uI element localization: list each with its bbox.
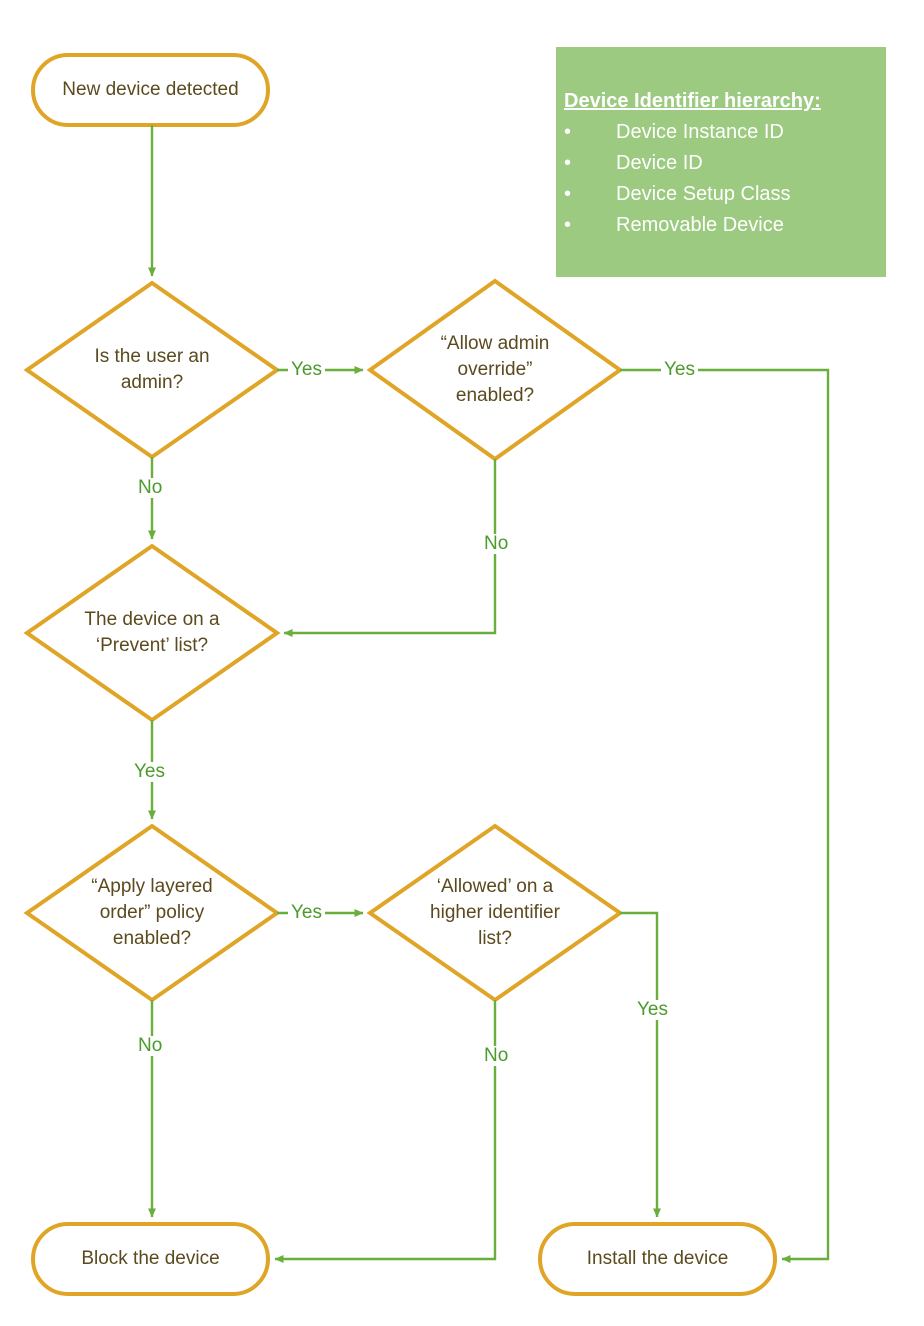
edge-admin-override-no-to-prevent-list (283, 459, 497, 637)
legend-title: Device Identifier hierarchy: (564, 90, 821, 112)
node-start-shape[interactable] (31, 53, 270, 127)
legend-list: • Device Instance ID • Device ID • Devic… (556, 117, 886, 241)
edge-label-is-admin-yes: Yes (288, 360, 325, 380)
node-block-shape[interactable] (31, 1222, 270, 1296)
legend-item: • Device ID (556, 148, 886, 179)
node-prevent-list-shape[interactable] (23, 543, 281, 723)
edge-label-allowed-higher-no: No (481, 1046, 512, 1066)
node-is-admin-shape[interactable] (23, 280, 281, 460)
edge-admin-override-yes-to-install (620, 368, 830, 1263)
legend-item: • Device Instance ID (556, 117, 886, 148)
legend-item-label: Device ID (616, 152, 703, 174)
legend-item: • Removable Device (556, 210, 886, 241)
bullet-icon: • (564, 183, 572, 205)
edge-label-layered-order-no: No (135, 1036, 166, 1056)
node-layered-order-shape[interactable] (23, 823, 281, 1003)
bullet-icon: • (564, 152, 572, 174)
node-install-shape[interactable] (538, 1222, 777, 1296)
legend-item: • Device Setup Class (556, 179, 886, 210)
edge-label-admin-override-no: No (481, 534, 512, 554)
edge-allowed-higher-no-to-block (274, 1000, 497, 1263)
edge-label-prevent-list-yes: Yes (131, 762, 168, 782)
edge-allowed-higher-yes-to-install (620, 911, 661, 1218)
legend-item-label: Device Setup Class (616, 183, 791, 205)
edge-label-admin-override-yes: Yes (661, 360, 698, 380)
legend-item-label: Device Instance ID (616, 121, 784, 143)
node-admin-override-shape[interactable] (366, 278, 624, 462)
bullet-icon: • (564, 121, 572, 143)
node-allowed-higher-shape[interactable] (366, 823, 624, 1003)
edge-label-layered-order-yes: Yes (288, 903, 325, 923)
device-identifier-hierarchy-panel: Device Identifier hierarchy: • Device In… (556, 47, 886, 277)
edge-label-allowed-higher-yes: Yes (634, 1000, 671, 1020)
bullet-icon: • (564, 214, 572, 236)
edge-label-is-admin-no: No (135, 478, 166, 498)
legend-item-label: Removable Device (616, 214, 784, 236)
